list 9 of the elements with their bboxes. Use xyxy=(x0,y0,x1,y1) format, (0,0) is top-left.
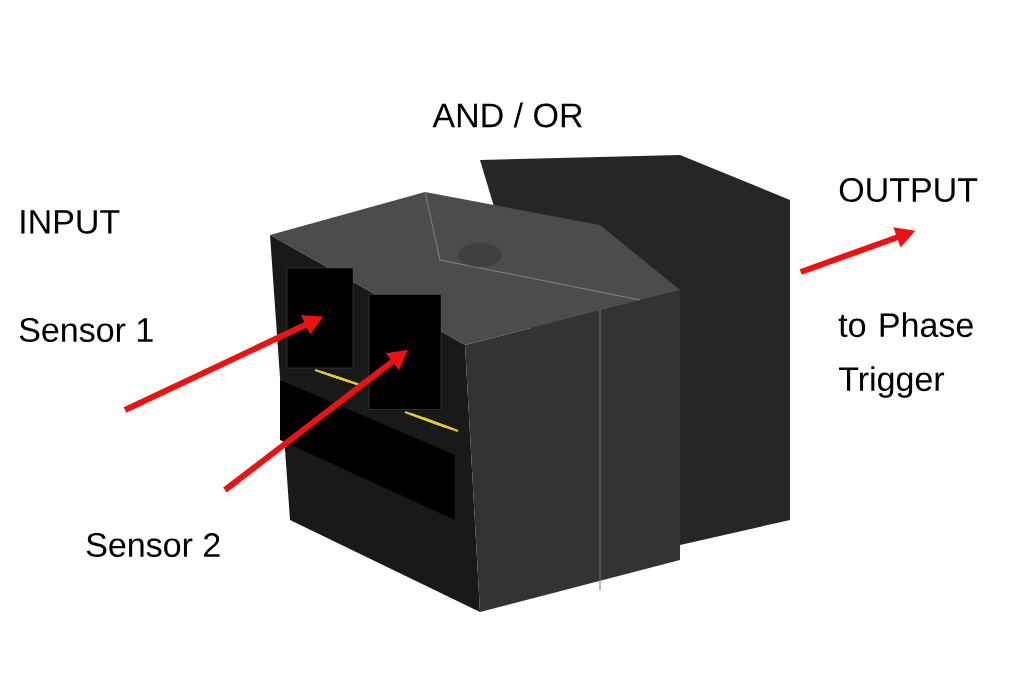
text-label: Sensor 2 xyxy=(86,532,220,558)
port-opening xyxy=(368,294,442,410)
text-label: to Phase Trigger xyxy=(838,312,973,398)
text-label: Sensor 1 xyxy=(19,317,153,343)
text-label: AND / OR xyxy=(432,102,582,128)
splitter-drawing xyxy=(270,155,790,612)
port-opening xyxy=(286,267,354,369)
text-label: OUTPUT xyxy=(839,177,978,203)
text-label: INPUT xyxy=(21,210,120,234)
